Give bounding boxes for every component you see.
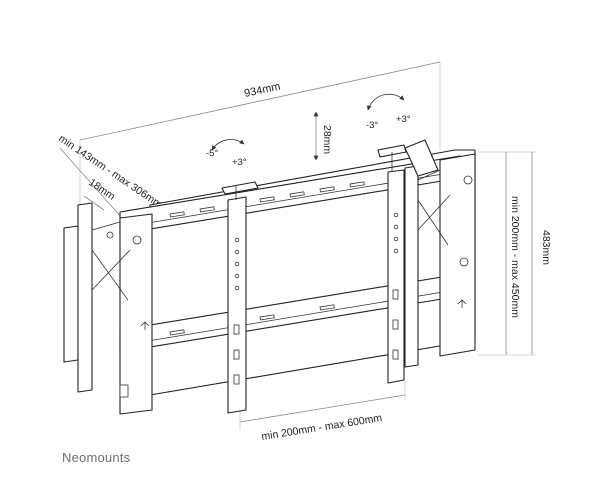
tilt-right-plus: +3° (396, 114, 411, 125)
tilt-right-indicator: -3° +3° (366, 93, 411, 131)
vertical-spacing-label: min 200mm - max 450mm (509, 196, 521, 318)
height-label: 483mm (540, 230, 552, 265)
height-dimension: 483mm (478, 151, 552, 356)
tilt-right-minus: -3° (366, 120, 378, 131)
rail-slots (169, 181, 365, 336)
mount-drawing (63, 139, 476, 415)
right-screen-strip (377, 144, 407, 384)
vertical-travel-label: 28mm (321, 125, 333, 154)
horizontal-spacing-dimension: min 200mm - max 600mm (239, 380, 406, 443)
vertical-spacing-dimension: min 200mm - max 450mm (505, 152, 521, 355)
vertical-travel-dimension: 28mm (313, 111, 333, 161)
tilt-left-minus: -5° (206, 148, 218, 159)
tilt-left-indicator: -5° +3° (206, 139, 247, 168)
brand-logo-text: Neomounts (62, 450, 131, 465)
left-wall-bracket (63, 202, 153, 415)
tilt-left-plus: +3° (232, 157, 247, 168)
right-wall-bracket (404, 139, 476, 368)
depth-dimension: min 143mm - max 306mm (56, 133, 164, 219)
width-label: 934mm (243, 81, 281, 100)
horizontal-spacing-label: min 200mm - max 600mm (261, 412, 384, 443)
left-screen-strip (221, 181, 259, 414)
